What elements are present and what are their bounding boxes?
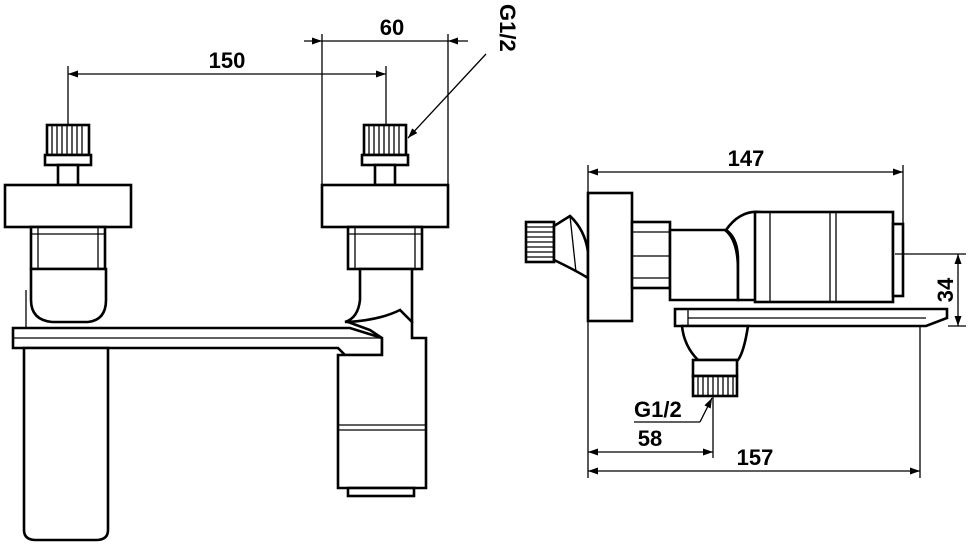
dim-150: 150: [67, 48, 387, 125]
wall-flange: [586, 191, 634, 323]
dim-157-label: 157: [737, 445, 774, 470]
side-inlet: [524, 214, 590, 281]
thread-callout-front: G1/2: [407, 4, 520, 139]
side-cylinder: [753, 210, 905, 304]
dim-34: 34: [895, 253, 966, 327]
dim-157: 157: [588, 326, 921, 478]
diverter-body: [336, 308, 428, 498]
dim-60-label: 60: [380, 15, 404, 40]
dim-58: 58: [587, 321, 714, 478]
side-view: 147 34 G1/2 58 157: [524, 146, 966, 478]
left-connector: [3, 123, 133, 330]
thread-label-front: G1/2: [495, 4, 520, 52]
side-spout: [673, 307, 949, 328]
dim-60: 60: [304, 15, 468, 185]
dim-147-label: 147: [728, 146, 765, 171]
side-connector: [630, 210, 762, 302]
thread-label-side: G1/2: [634, 397, 682, 422]
right-connector: [320, 123, 450, 324]
dim-34-label: 34: [933, 277, 958, 302]
front-view: 150 60 G1/2: [3, 4, 520, 542]
lever-handle: [22, 346, 110, 542]
thread-callout-side: G1/2: [634, 397, 713, 423]
dim-150-label: 150: [209, 48, 246, 73]
dim-147: 147: [587, 146, 904, 224]
dim-58-label: 58: [638, 426, 662, 451]
side-outlet: [680, 324, 750, 398]
